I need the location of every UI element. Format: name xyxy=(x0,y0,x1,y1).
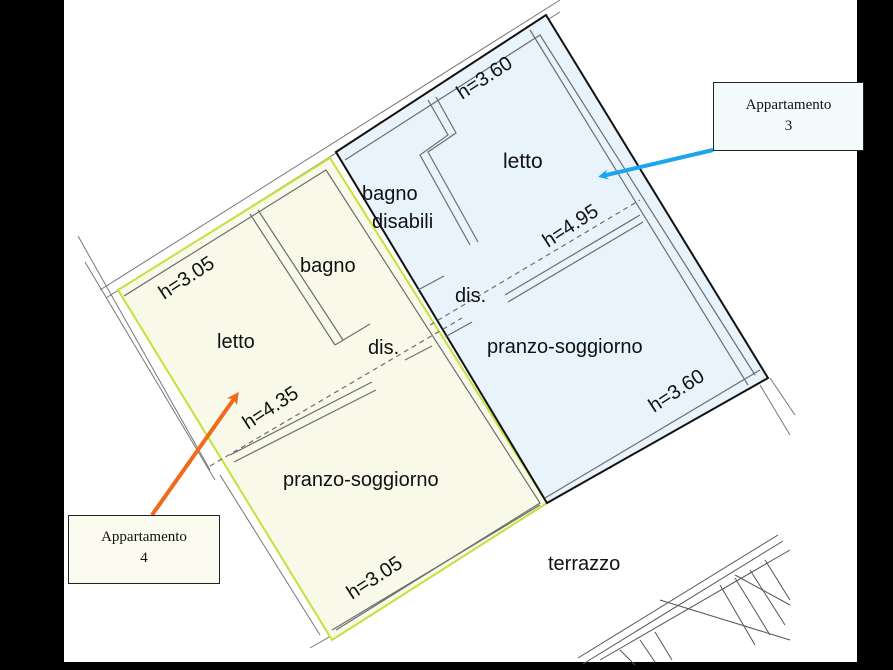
apartment-3-callout[interactable]: Appartamento 3 xyxy=(713,82,864,151)
apartment-4-callout-number: 4 xyxy=(140,550,148,566)
interior-walls xyxy=(123,29,761,631)
apt4-bagno-label: bagno xyxy=(300,255,356,277)
apartment-3-callout-number: 3 xyxy=(784,118,793,134)
apt4-pranzo-soggiorno-label: pranzo-soggiorno xyxy=(283,469,439,491)
apartment-4-callout[interactable]: Appartamento 4 xyxy=(68,515,220,584)
apartment-3-callout-title: Appartamento xyxy=(745,97,832,113)
stairs xyxy=(577,534,791,666)
apartment-4-callout-title: Appartamento xyxy=(101,529,187,545)
apt3-dis-label: dis. xyxy=(455,285,486,307)
apartment-3-area[interactable] xyxy=(334,13,770,505)
apt3-pranzo-soggiorno-label: pranzo-soggiorno xyxy=(487,336,643,358)
apartment-4-arrow xyxy=(150,391,239,517)
apt3-letto-label: letto xyxy=(503,150,543,173)
apartment-3-arrow xyxy=(598,148,714,180)
apt3-bagno-disabili-line1: bagno xyxy=(362,183,418,205)
apt4-dis-label: dis. xyxy=(368,337,399,359)
apt4-letto-label: letto xyxy=(217,331,255,353)
terrace-label: terrazzo xyxy=(548,553,620,575)
apt3-bagno-disabili-line2: disabili xyxy=(372,211,433,233)
